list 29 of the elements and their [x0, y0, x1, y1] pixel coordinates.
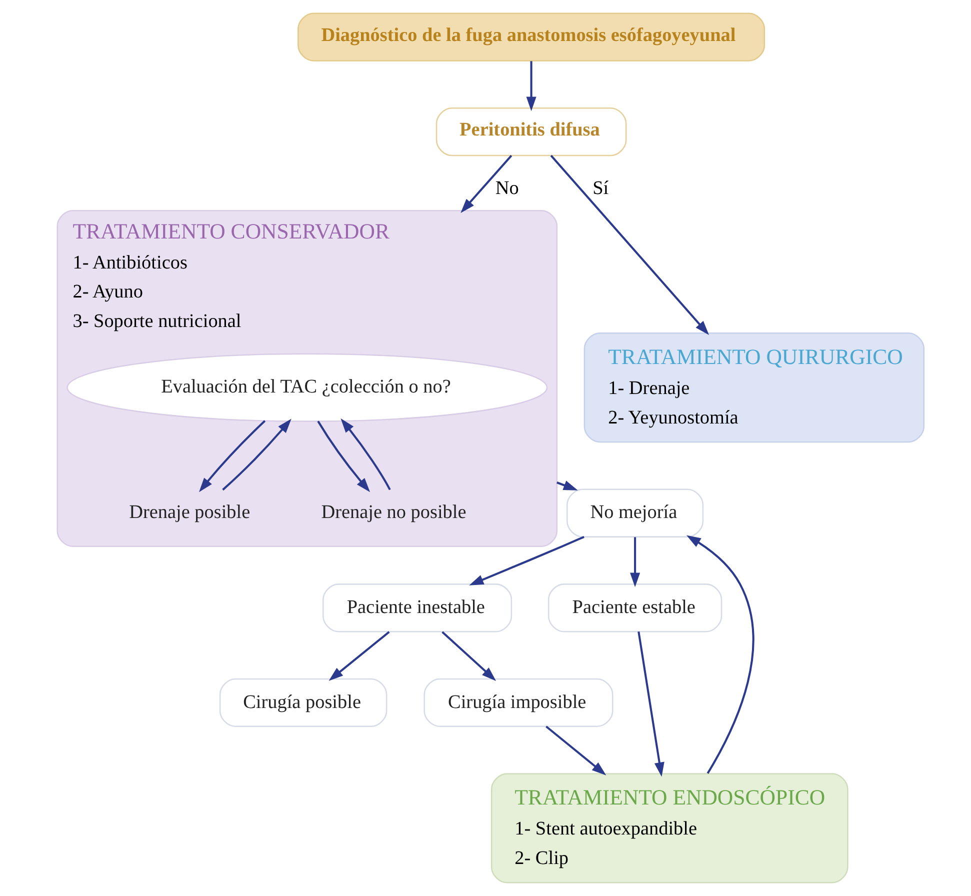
arrow — [546, 726, 606, 776]
node-ellipse: Evaluación del TAC ¿colección o no? — [66, 353, 548, 422]
arrow — [630, 537, 640, 588]
arrow — [199, 420, 266, 492]
node-box: TRATAMIENTO QUIRURGICO 1- Drenaje 2- Yeyunostomía — [584, 332, 925, 443]
arrow — [442, 631, 496, 681]
node-box: Peritonitis difusa — [436, 108, 627, 156]
edge-label: Sí — [592, 178, 609, 199]
arrow — [328, 631, 390, 681]
node-box: Paciente inestable — [322, 584, 512, 632]
node-text: Drenaje posible — [129, 502, 250, 524]
node-text: Drenaje no posible — [321, 502, 466, 524]
node-box: TRATAMIENTO ENDOSCÓPICO 1- Stent autoexpandible 2- Clip — [490, 773, 848, 884]
arrow — [317, 420, 370, 492]
arrow — [550, 154, 710, 336]
node-box: Cirugía posible — [219, 678, 388, 727]
arrow — [460, 154, 512, 213]
arrow — [526, 61, 536, 112]
node-box: Paciente estable — [548, 584, 722, 632]
arrow — [222, 418, 292, 491]
node-box: No mejoría — [566, 488, 704, 538]
arrow — [340, 418, 391, 490]
arrow — [556, 480, 578, 490]
arrow — [638, 631, 664, 777]
arrow — [469, 536, 584, 586]
arrow — [686, 535, 754, 774]
node-box: Diagnóstico de la fuga anastomosis esófagoyeyunal — [298, 12, 766, 62]
node-box: Cirugía imposible — [424, 678, 614, 727]
edge-label: No — [495, 178, 519, 199]
